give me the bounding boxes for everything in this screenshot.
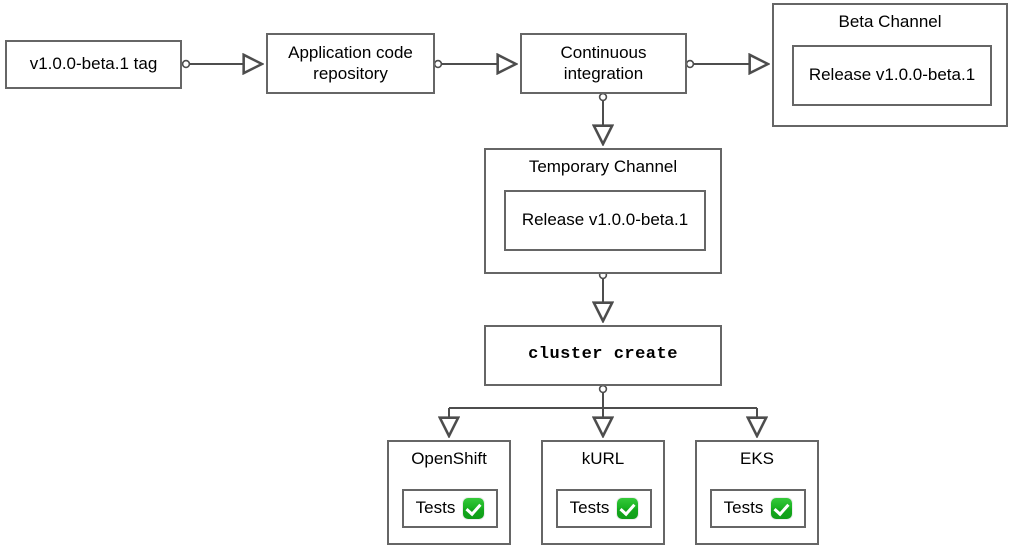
node-openshift-title: OpenShift: [411, 449, 487, 468]
node-temporary-channel-release-label: Release v1.0.0-beta.1: [521, 210, 689, 230]
node-beta-channel-release[interactable]: Release v1.0.0-beta.1: [792, 45, 992, 106]
node-kurl-tests[interactable]: Tests: [556, 489, 652, 528]
node-beta-channel-title: Beta Channel: [838, 12, 942, 31]
green-check-icon: [617, 498, 639, 519]
node-cluster-create-label: cluster create: [528, 345, 678, 365]
node-continuous-integration-label: Continuous integration: [560, 43, 647, 83]
node-application-code-repository[interactable]: Application code repository: [266, 33, 435, 94]
node-application-code-repository-label: Application code repository: [288, 43, 413, 83]
node-tag[interactable]: v1.0.0-beta.1 tag: [5, 40, 182, 89]
node-eks-tests[interactable]: Tests: [710, 489, 806, 528]
node-cluster-create[interactable]: cluster create: [484, 325, 722, 386]
node-beta-channel-release-label: Release v1.0.0-beta.1: [808, 65, 976, 85]
node-continuous-integration[interactable]: Continuous integration: [520, 33, 687, 94]
node-kurl[interactable]: kURL Tests: [541, 440, 665, 545]
node-tag-label: v1.0.0-beta.1 tag: [29, 54, 158, 74]
node-temporary-channel-release[interactable]: Release v1.0.0-beta.1: [504, 190, 706, 251]
node-openshift-tests-label: Tests: [415, 498, 456, 518]
node-temporary-channel[interactable]: Temporary Channel Release v1.0.0-beta.1: [484, 148, 722, 274]
node-eks-tests-label: Tests: [723, 498, 764, 518]
node-openshift[interactable]: OpenShift Tests: [387, 440, 511, 545]
node-temporary-channel-title: Temporary Channel: [528, 157, 678, 176]
green-check-icon: [771, 498, 793, 519]
node-openshift-tests[interactable]: Tests: [402, 489, 498, 528]
node-eks-title: EKS: [739, 449, 775, 468]
node-beta-channel[interactable]: Beta Channel Release v1.0.0-beta.1: [772, 3, 1008, 127]
node-eks[interactable]: EKS Tests: [695, 440, 819, 545]
node-kurl-tests-label: Tests: [569, 498, 610, 518]
node-kurl-title: kURL: [581, 449, 625, 468]
green-check-icon: [463, 498, 485, 519]
